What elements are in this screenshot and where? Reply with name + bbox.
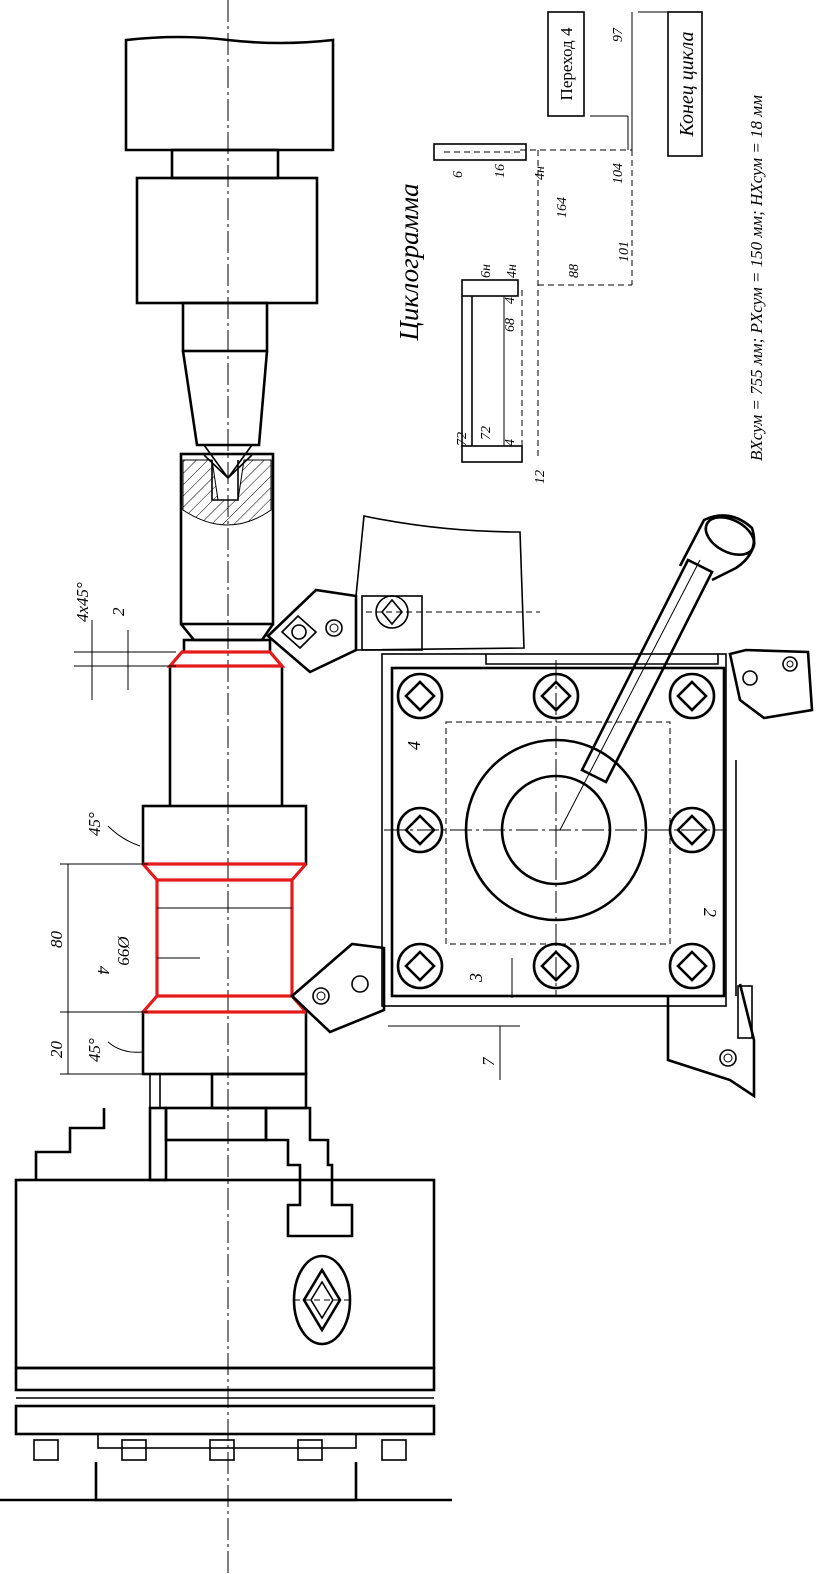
svg-text:7: 7 [479, 1056, 498, 1066]
turret-handle [559, 514, 756, 831]
svg-text:6: 6 [451, 171, 466, 178]
clamp-bolts [396, 672, 716, 990]
cyclogram-numbers: 97 104 101 88 164 16 6 4н 6н 4н 68 4 72 … [451, 27, 632, 484]
chuck [0, 1072, 452, 1502]
svg-text:3: 3 [466, 973, 486, 983]
svg-text:164: 164 [555, 197, 570, 218]
groove-surface [141, 862, 308, 1014]
svg-text:20: 20 [47, 1041, 66, 1059]
part-dimension-lines [60, 620, 520, 1080]
svg-text:4: 4 [503, 297, 518, 304]
svg-text:Ø99: Ø99 [114, 935, 133, 966]
machined-surfaces [141, 650, 308, 1014]
svg-text:45°: 45° [85, 812, 104, 836]
cutting-tool-right-top [728, 648, 814, 720]
svg-text:Циклограмма: Циклограмма [394, 183, 424, 341]
svg-text:104: 104 [611, 163, 626, 184]
workpiece-end [179, 452, 275, 642]
svg-text:4: 4 [404, 741, 424, 750]
cutting-tool-groove [290, 942, 386, 1034]
tool-position-numbers: 4 3 2 [404, 741, 720, 983]
svg-text:4: 4 [503, 439, 518, 446]
transition-label-box [547, 11, 585, 117]
formula-text: BXсум = 755 мм; PXсум = 150 мм; HXсум = … [747, 95, 766, 461]
svg-text:88: 88 [567, 264, 582, 278]
cutting-tool-chamfer [266, 515, 540, 674]
cyclogram-title: Циклограмма [394, 183, 424, 341]
part-dimensions-text: 4x45° 2 45° 80 Ø99 4 20 45° 7 [47, 582, 498, 1066]
cyclogram-lines [433, 11, 700, 463]
svg-text:6н: 6н [479, 264, 494, 278]
svg-text:16: 16 [493, 164, 508, 178]
svg-text:45°: 45° [85, 1038, 104, 1062]
svg-text:4x45°: 4x45° [73, 582, 92, 622]
transition-label: Переход 4 [557, 27, 576, 100]
svg-text:12: 12 [533, 470, 548, 484]
chamfer-surface [166, 650, 286, 668]
svg-text:80: 80 [47, 931, 66, 949]
svg-text:2: 2 [109, 607, 128, 616]
tailstock-quill [124, 35, 335, 480]
svg-text:4: 4 [94, 966, 113, 975]
svg-text:101: 101 [617, 241, 632, 262]
svg-text:2: 2 [700, 908, 720, 917]
cycle-end-box [667, 11, 703, 157]
svg-text:72: 72 [479, 426, 494, 440]
svg-text:4н: 4н [505, 264, 520, 278]
cutting-tool-right-bottom [666, 760, 756, 1099]
svg-text:97: 97 [611, 27, 626, 42]
svg-text:68: 68 [503, 318, 518, 332]
turret-toolholder [381, 514, 756, 1007]
cycle-end-label: Конец цикла [676, 31, 698, 137]
svg-text:72: 72 [455, 432, 470, 446]
svg-text:4н: 4н [533, 166, 548, 180]
workpiece [141, 638, 308, 1109]
